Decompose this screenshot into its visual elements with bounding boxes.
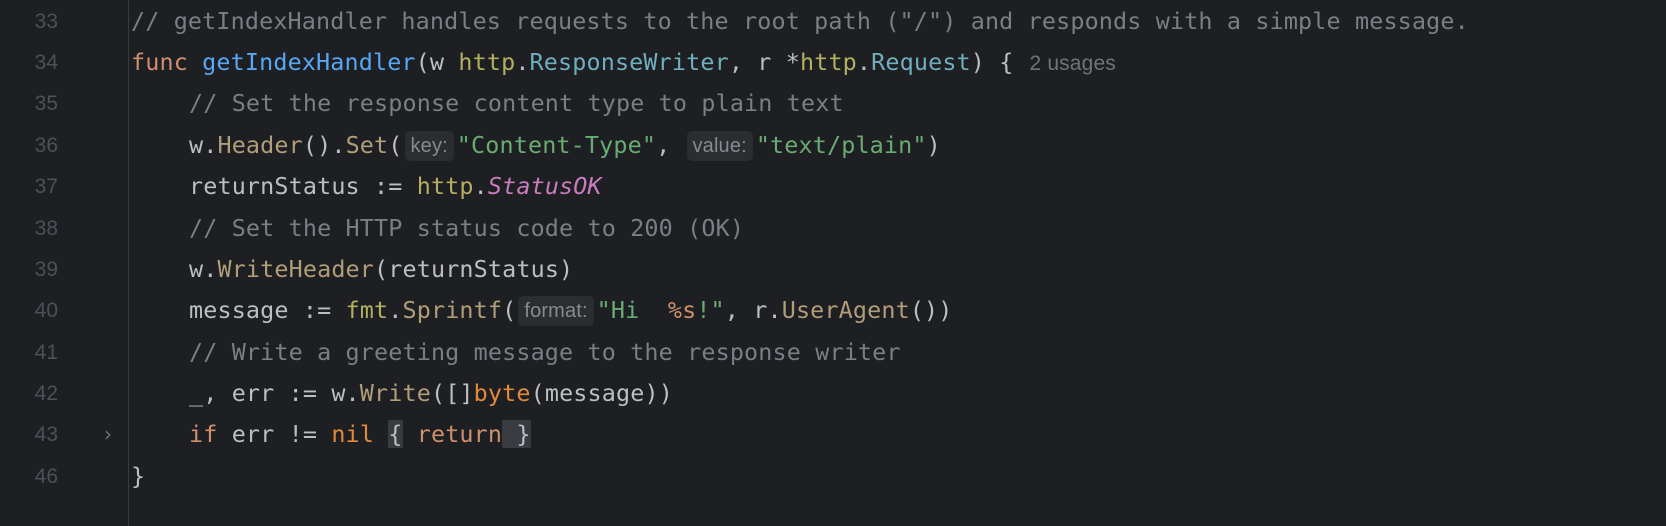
assignment: _, err := w. — [189, 379, 360, 407]
type-responsewriter[interactable]: ResponseWriter — [529, 48, 729, 76]
arguments: (message)) — [530, 379, 673, 407]
comment: // Set the response content type to plai… — [189, 89, 844, 117]
keyword-return: return — [402, 420, 503, 448]
string-literal: !" — [696, 296, 725, 324]
code-line-35[interactable]: 35 // Set the response content type to p… — [0, 83, 1666, 124]
code-text: func getIndexHandler(w http.ResponseWrit… — [131, 42, 1116, 84]
code-text: message := fmt.Sprintf(format:"Hi %s!", … — [189, 290, 953, 331]
package-http[interactable]: http — [416, 172, 474, 200]
space — [374, 420, 388, 448]
line-number: 46 — [34, 465, 58, 488]
inlay-hint-value: value: — [686, 131, 753, 161]
method-header[interactable]: Header — [217, 131, 303, 159]
string-literal: "Content-Type" — [456, 131, 657, 159]
code-text: if err != nil { return } — [189, 414, 531, 455]
dot: . — [856, 48, 872, 76]
constant-statusok[interactable]: StatusOK — [487, 172, 602, 200]
code-line-41[interactable]: 41 // Write a greeting message to the re… — [0, 332, 1666, 373]
paren: ) — [926, 131, 941, 159]
line-number: 35 — [34, 92, 58, 115]
punct: (). — [302, 131, 346, 159]
gutter-divider — [128, 0, 129, 526]
line-number: 39 — [34, 258, 58, 281]
comma: , — [656, 131, 671, 159]
string-literal: "text/plain" — [755, 131, 927, 159]
line-number: 33 — [34, 10, 58, 33]
keyword-func: func — [131, 48, 188, 76]
dot: . — [473, 172, 488, 200]
code-line-42[interactable]: 42 _, err := w.Write([]byte(message)) — [0, 373, 1666, 414]
package-http[interactable]: http — [458, 48, 516, 76]
code-line-43[interactable]: 43 › if err != nil { return } — [0, 414, 1666, 455]
line-number: 34 — [34, 51, 58, 74]
function-name[interactable]: getIndexHandler — [202, 48, 416, 76]
method-writeheader[interactable]: WriteHeader — [217, 255, 375, 283]
punct: ([] — [430, 379, 474, 407]
type-request[interactable]: Request — [871, 48, 971, 76]
code-line-34[interactable]: 34 func getIndexHandler(w http.ResponseW… — [0, 42, 1666, 83]
dot: . — [388, 296, 403, 324]
line-number: 41 — [34, 341, 58, 364]
keyword-nil: nil — [331, 420, 375, 448]
param-text: , r * — [728, 48, 800, 76]
code-line-39[interactable]: 39 w.WriteHeader(returnStatus) — [0, 249, 1666, 290]
inlay-hint-format: format: — [518, 296, 594, 326]
condition: err != — [217, 420, 332, 448]
format-verb: %s — [667, 296, 697, 324]
line-number: 36 — [34, 134, 58, 157]
inlay-hint-key: key: — [404, 131, 454, 161]
assignment: returnStatus := — [189, 172, 417, 200]
package-http[interactable]: http — [799, 48, 857, 76]
paren: ( — [502, 296, 517, 324]
comment: // Write a greeting message to the respo… — [189, 338, 901, 366]
string-literal: "Hi — [596, 296, 668, 324]
paren: ()) — [909, 296, 953, 324]
receiver: w. — [189, 131, 218, 159]
closing-brace: } — [131, 462, 146, 490]
line-number: 43 — [34, 423, 58, 446]
paren: ( — [388, 131, 403, 159]
usages-hint[interactable]: 2 usages — [1029, 52, 1116, 75]
line-number: 37 — [34, 175, 58, 198]
code-text: w.WriteHeader(returnStatus) — [189, 249, 573, 290]
code-line-40[interactable]: 40 message := fmt.Sprintf(format:"Hi %s!… — [0, 290, 1666, 331]
brace-open: ) { — [970, 48, 1014, 76]
param-text: (w — [415, 48, 459, 76]
method-write[interactable]: Write — [359, 379, 431, 407]
builtin-byte[interactable]: byte — [473, 379, 531, 407]
fold-expand-icon[interactable]: › — [104, 422, 112, 446]
folded-region-open[interactable]: { — [388, 420, 403, 448]
code-text: _, err := w.Write([]byte(message)) — [189, 373, 673, 414]
comment: // getIndexHandler handles requests to t… — [131, 7, 1469, 35]
line-number: 38 — [34, 217, 58, 240]
receiver: w. — [189, 255, 218, 283]
code-line-38[interactable]: 38 // Set the HTTP status code to 200 (O… — [0, 208, 1666, 249]
method-sprintf[interactable]: Sprintf — [402, 296, 503, 324]
comment: // Set the HTTP status code to 200 (OK) — [189, 214, 745, 242]
arguments: (returnStatus) — [374, 255, 574, 283]
code-text: returnStatus := http.StatusOK — [189, 166, 602, 207]
folded-region-close[interactable]: } — [502, 420, 531, 448]
keyword-if: if — [189, 420, 218, 448]
code-line-36[interactable]: 36 w.Header().Set(key:"Content-Type", va… — [0, 125, 1666, 166]
code-line-37[interactable]: 37 returnStatus := http.StatusOK — [0, 166, 1666, 207]
code-text: w.Header().Set(key:"Content-Type", value… — [189, 125, 941, 166]
method-useragent[interactable]: UserAgent — [781, 296, 910, 324]
dot: . — [515, 48, 530, 76]
code-line-46[interactable]: 46 } — [0, 456, 1666, 497]
assignment: message := — [189, 296, 346, 324]
punct: , r. — [724, 296, 782, 324]
method-set[interactable]: Set — [345, 131, 389, 159]
code-line-33[interactable]: 33 // getIndexHandler handles requests t… — [0, 1, 1666, 42]
line-number: 42 — [34, 382, 58, 405]
line-number: 40 — [34, 299, 58, 322]
package-fmt[interactable]: fmt — [345, 296, 389, 324]
